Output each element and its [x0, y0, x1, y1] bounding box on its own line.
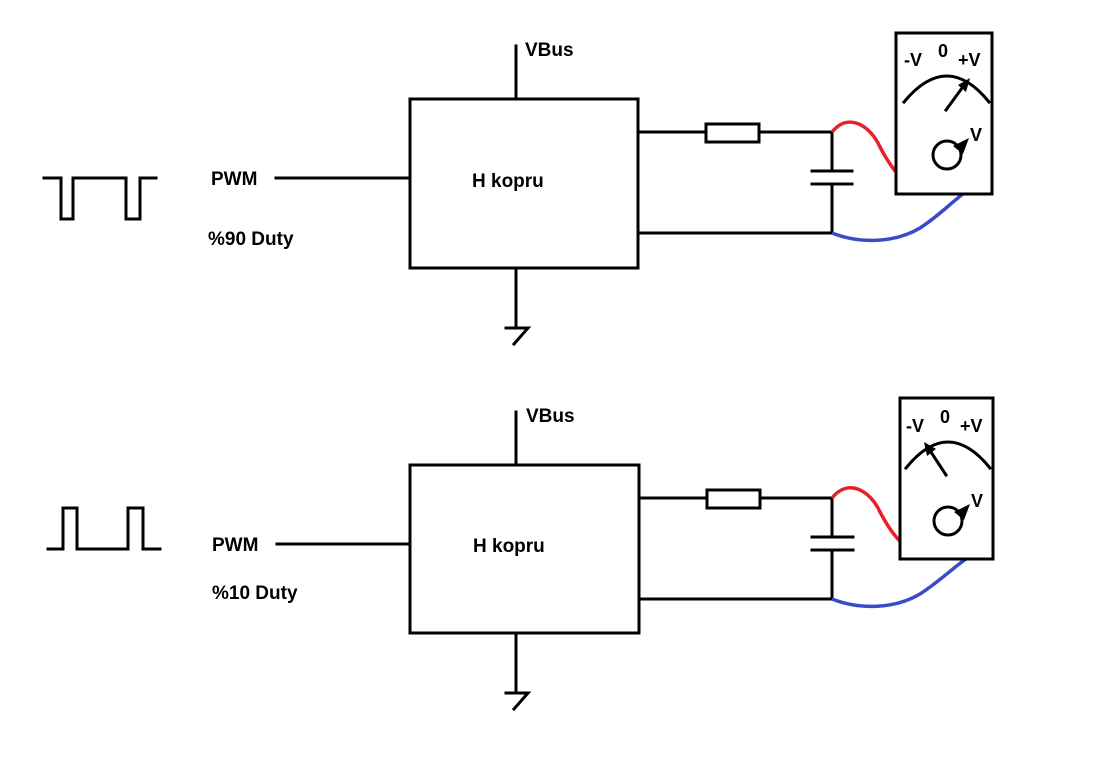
meter-knob-icon: [932, 505, 964, 537]
voltmeter: -V 0 +V V: [898, 396, 995, 561]
knob-pointer-icon: [954, 504, 970, 520]
ground-icon: [504, 691, 532, 712]
meter-scale-arc: [903, 440, 993, 471]
resistor-symbol: [705, 488, 762, 510]
vbus-label: VBus: [525, 40, 574, 61]
ground-icon: [504, 326, 532, 347]
knob-pointer-icon: [953, 138, 969, 154]
circuit-90-duty: PWM %90 Duty VBus H kopru -V 0 +V: [42, 31, 994, 347]
voltmeter-body: [898, 396, 995, 561]
negative-probe-lead: [831, 548, 983, 609]
h-bridge-block: [408, 463, 641, 635]
duty-label: %90 Duty: [208, 229, 294, 250]
meter-scale-arc: [901, 74, 992, 105]
pwm-waveform-10: [46, 506, 162, 551]
vbus-label: VBus: [526, 406, 575, 427]
meter-needle: [926, 446, 949, 478]
needle-arrow-icon: [924, 442, 936, 456]
meter-plus-label: +V: [958, 50, 981, 70]
h-bridge-label: H kopru: [472, 171, 544, 192]
voltmeter: -V 0 +V V: [894, 31, 994, 196]
resistor-symbol: [704, 122, 761, 144]
meter-knob-icon: [931, 139, 963, 171]
h-bridge-block: [408, 97, 640, 270]
duty-label: %10 Duty: [212, 583, 298, 604]
meter-unit-label: V: [971, 491, 983, 511]
pwm-label: PWM: [212, 535, 258, 556]
meter-plus-label: +V: [960, 416, 983, 436]
meter-zero-label: 0: [940, 407, 950, 427]
meter-unit-label: V: [970, 125, 982, 145]
needle-arrow-icon: [958, 78, 970, 92]
pwm-waveform-90: [42, 176, 158, 221]
meter-zero-label: 0: [938, 41, 948, 61]
meter-minus-label: -V: [906, 416, 924, 436]
pwm-label: PWM: [211, 169, 257, 190]
h-bridge-label: H kopru: [473, 536, 545, 557]
circuit-10-duty: PWM %10 Duty VBus H kopru -V 0 +V: [46, 396, 995, 712]
meter-minus-label: -V: [904, 50, 922, 70]
